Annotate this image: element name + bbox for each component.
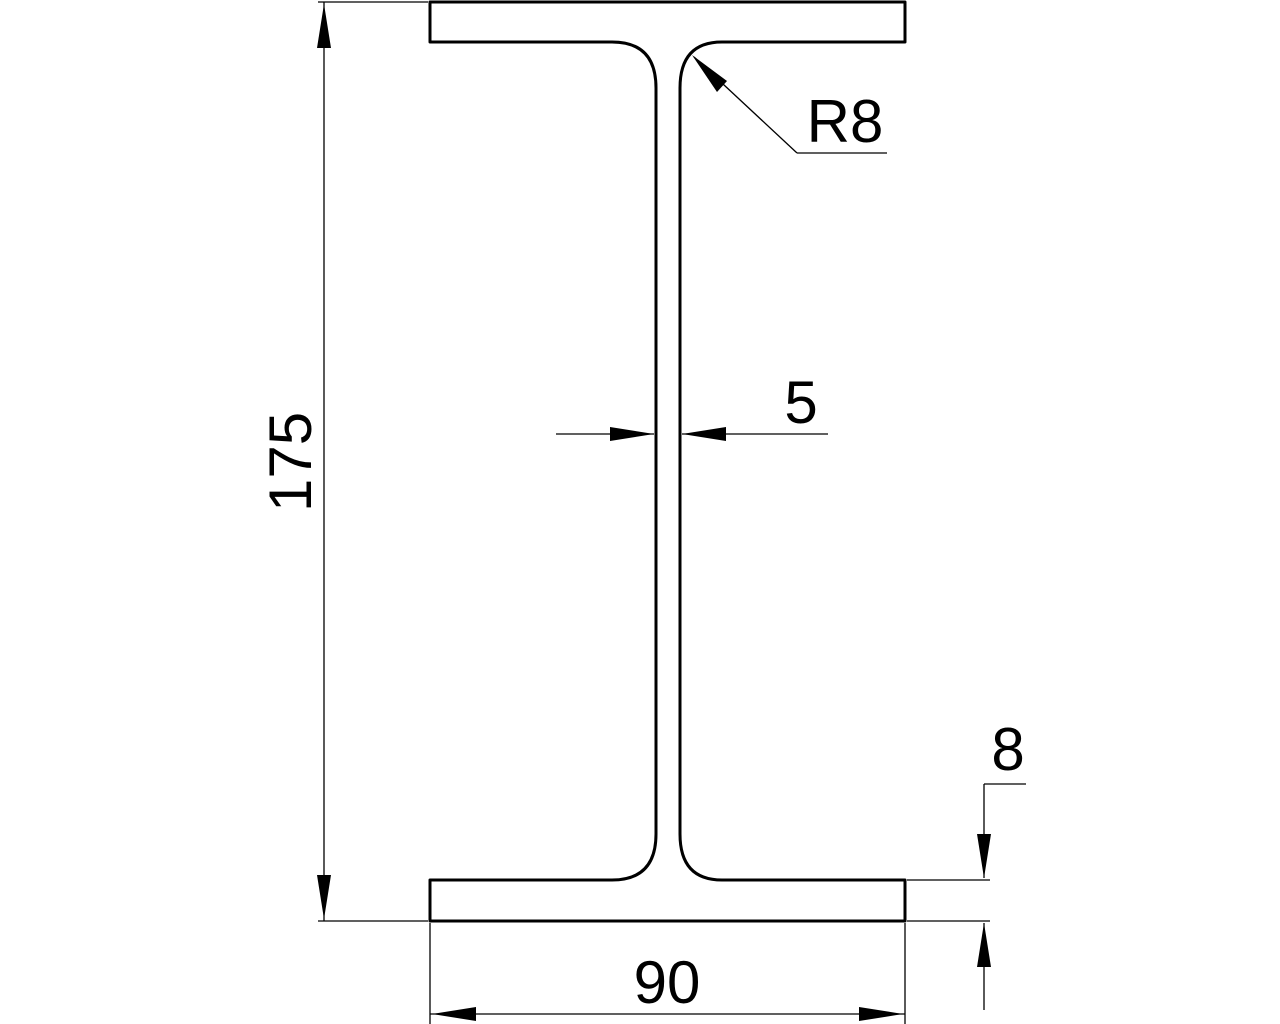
web-thickness-arrow-right [682,427,726,441]
height-dimension: 175 [257,1,428,922]
width-dimension: 90 [429,923,906,1024]
web-thickness-label: 5 [784,369,817,436]
flange-arrow-bottom [977,923,991,967]
root-radius-label: R8 [807,88,884,155]
i-beam-profile-outline [428,0,907,923]
flange-thickness-dimension: 8 [907,716,1026,1010]
height-arrow-top [317,4,331,48]
flange-thickness-label: 8 [991,716,1024,783]
root-radius-arrow [692,55,727,92]
root-radius-dimension: R8 [692,55,887,155]
width-arrow-left [432,1007,476,1021]
flange-arrow-top [977,834,991,878]
height-arrow-bottom [317,875,331,919]
width-dimension-label: 90 [634,949,701,1016]
web-thickness-arrow-left [610,427,654,441]
web-thickness-dimension: 5 [556,369,828,441]
width-arrow-right [859,1007,903,1021]
height-dimension-label: 175 [257,412,324,512]
